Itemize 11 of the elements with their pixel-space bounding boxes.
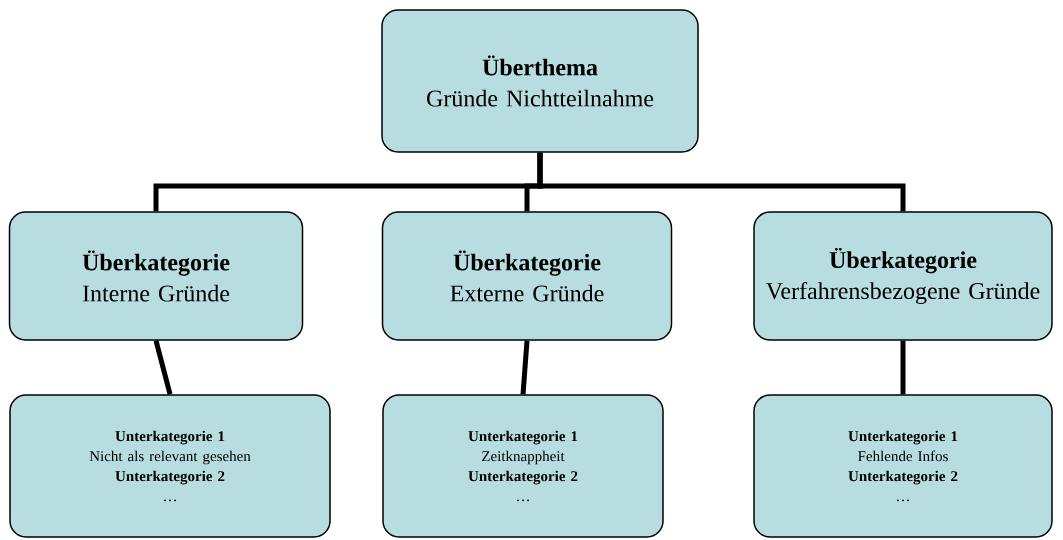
category-box: Überkategorie Interne Gründe bbox=[8, 211, 304, 341]
connector-line bbox=[153, 340, 173, 395]
category-box: Überkategorie Verfahrensbezogene Gründe bbox=[753, 211, 1053, 341]
connector-line bbox=[520, 340, 530, 395]
category-box: Unterkategorie 1 Fehlende Infos Unterkategorie 2 … bbox=[753, 394, 1053, 538]
connector-line bbox=[900, 340, 906, 395]
category-box: Überkategorie Externe Gründe bbox=[381, 211, 673, 341]
category-box: Überthema Gründe Nichtteilnahme bbox=[381, 9, 699, 153]
category-box: Unterkategorie 1 Nicht als relevant gesehen Unterkategorie 2 … bbox=[9, 394, 331, 538]
connector-line bbox=[537, 152, 906, 212]
category-box: Unterkategorie 1 Zeitknappheit Unterkategorie 2 … bbox=[382, 394, 664, 538]
